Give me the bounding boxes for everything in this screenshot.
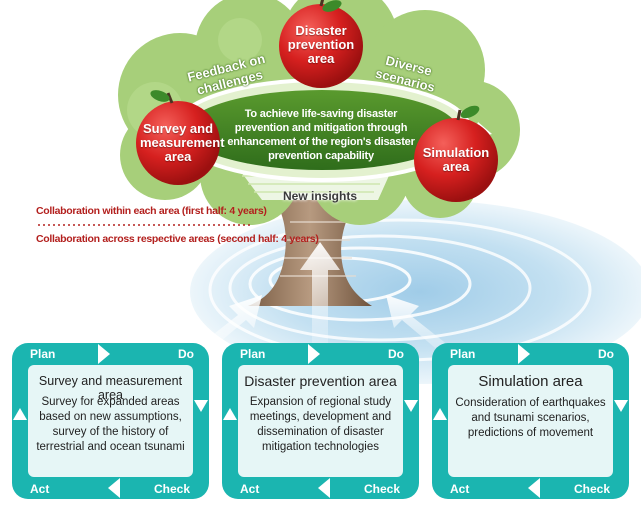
- apple-simulation: [414, 105, 498, 202]
- box-body-survey: Survey for expanded areas based on new a…: [36, 396, 185, 453]
- apple-disaster-prevention: [279, 0, 363, 88]
- pdca-do-3: Do: [598, 347, 614, 361]
- box-body-disaster: Expansion of regional study meetings, de…: [249, 396, 392, 453]
- box-title-survey: Survey and measurement area: [38, 374, 183, 402]
- pdca-check-1: Check: [154, 482, 191, 496]
- pdca-act-2: Act: [240, 482, 260, 496]
- box-body-simulation: Consideration of earthquakes and tsunami…: [455, 397, 606, 439]
- insight-arrows: [200, 242, 448, 352]
- apple-label-simulation: Simulation area: [422, 145, 490, 174]
- pdca-plan-2: Plan: [240, 347, 266, 361]
- pdca-arrowheads: [13, 344, 628, 498]
- pdca-check-3: Check: [574, 482, 611, 496]
- pdca-check-2: Check: [364, 482, 401, 496]
- apple-label-survey: Survey and measurement area: [140, 121, 225, 164]
- pdca-plan-3: Plan: [450, 347, 476, 361]
- pdca-box-survey: [12, 343, 209, 499]
- apple-survey: [136, 90, 220, 185]
- pdca-act-3: Act: [450, 482, 470, 496]
- pdca-box-disaster: [222, 343, 419, 499]
- pdca-do-1: Do: [178, 347, 194, 361]
- new-insights-label: New insights: [282, 189, 357, 203]
- pdca-box-simulation: [432, 343, 629, 499]
- box-title-simulation: Simulation area: [478, 373, 583, 390]
- pdca-do-2: Do: [388, 347, 404, 361]
- pdca-act-1: Act: [30, 482, 50, 496]
- collab-second-half: Collaboration across respective areas (s…: [36, 233, 319, 245]
- tree-trunk: [248, 195, 372, 306]
- apple-label-disaster-prevention: Disaster prevention area: [287, 23, 355, 66]
- box-title-disaster: Disaster prevention area: [244, 373, 397, 389]
- collab-first-half: Collaboration within each area (first ha…: [36, 205, 267, 217]
- center-goal-text: To achieve life-saving disaster preventi…: [227, 108, 415, 162]
- pdca-plan-1: Plan: [30, 347, 56, 361]
